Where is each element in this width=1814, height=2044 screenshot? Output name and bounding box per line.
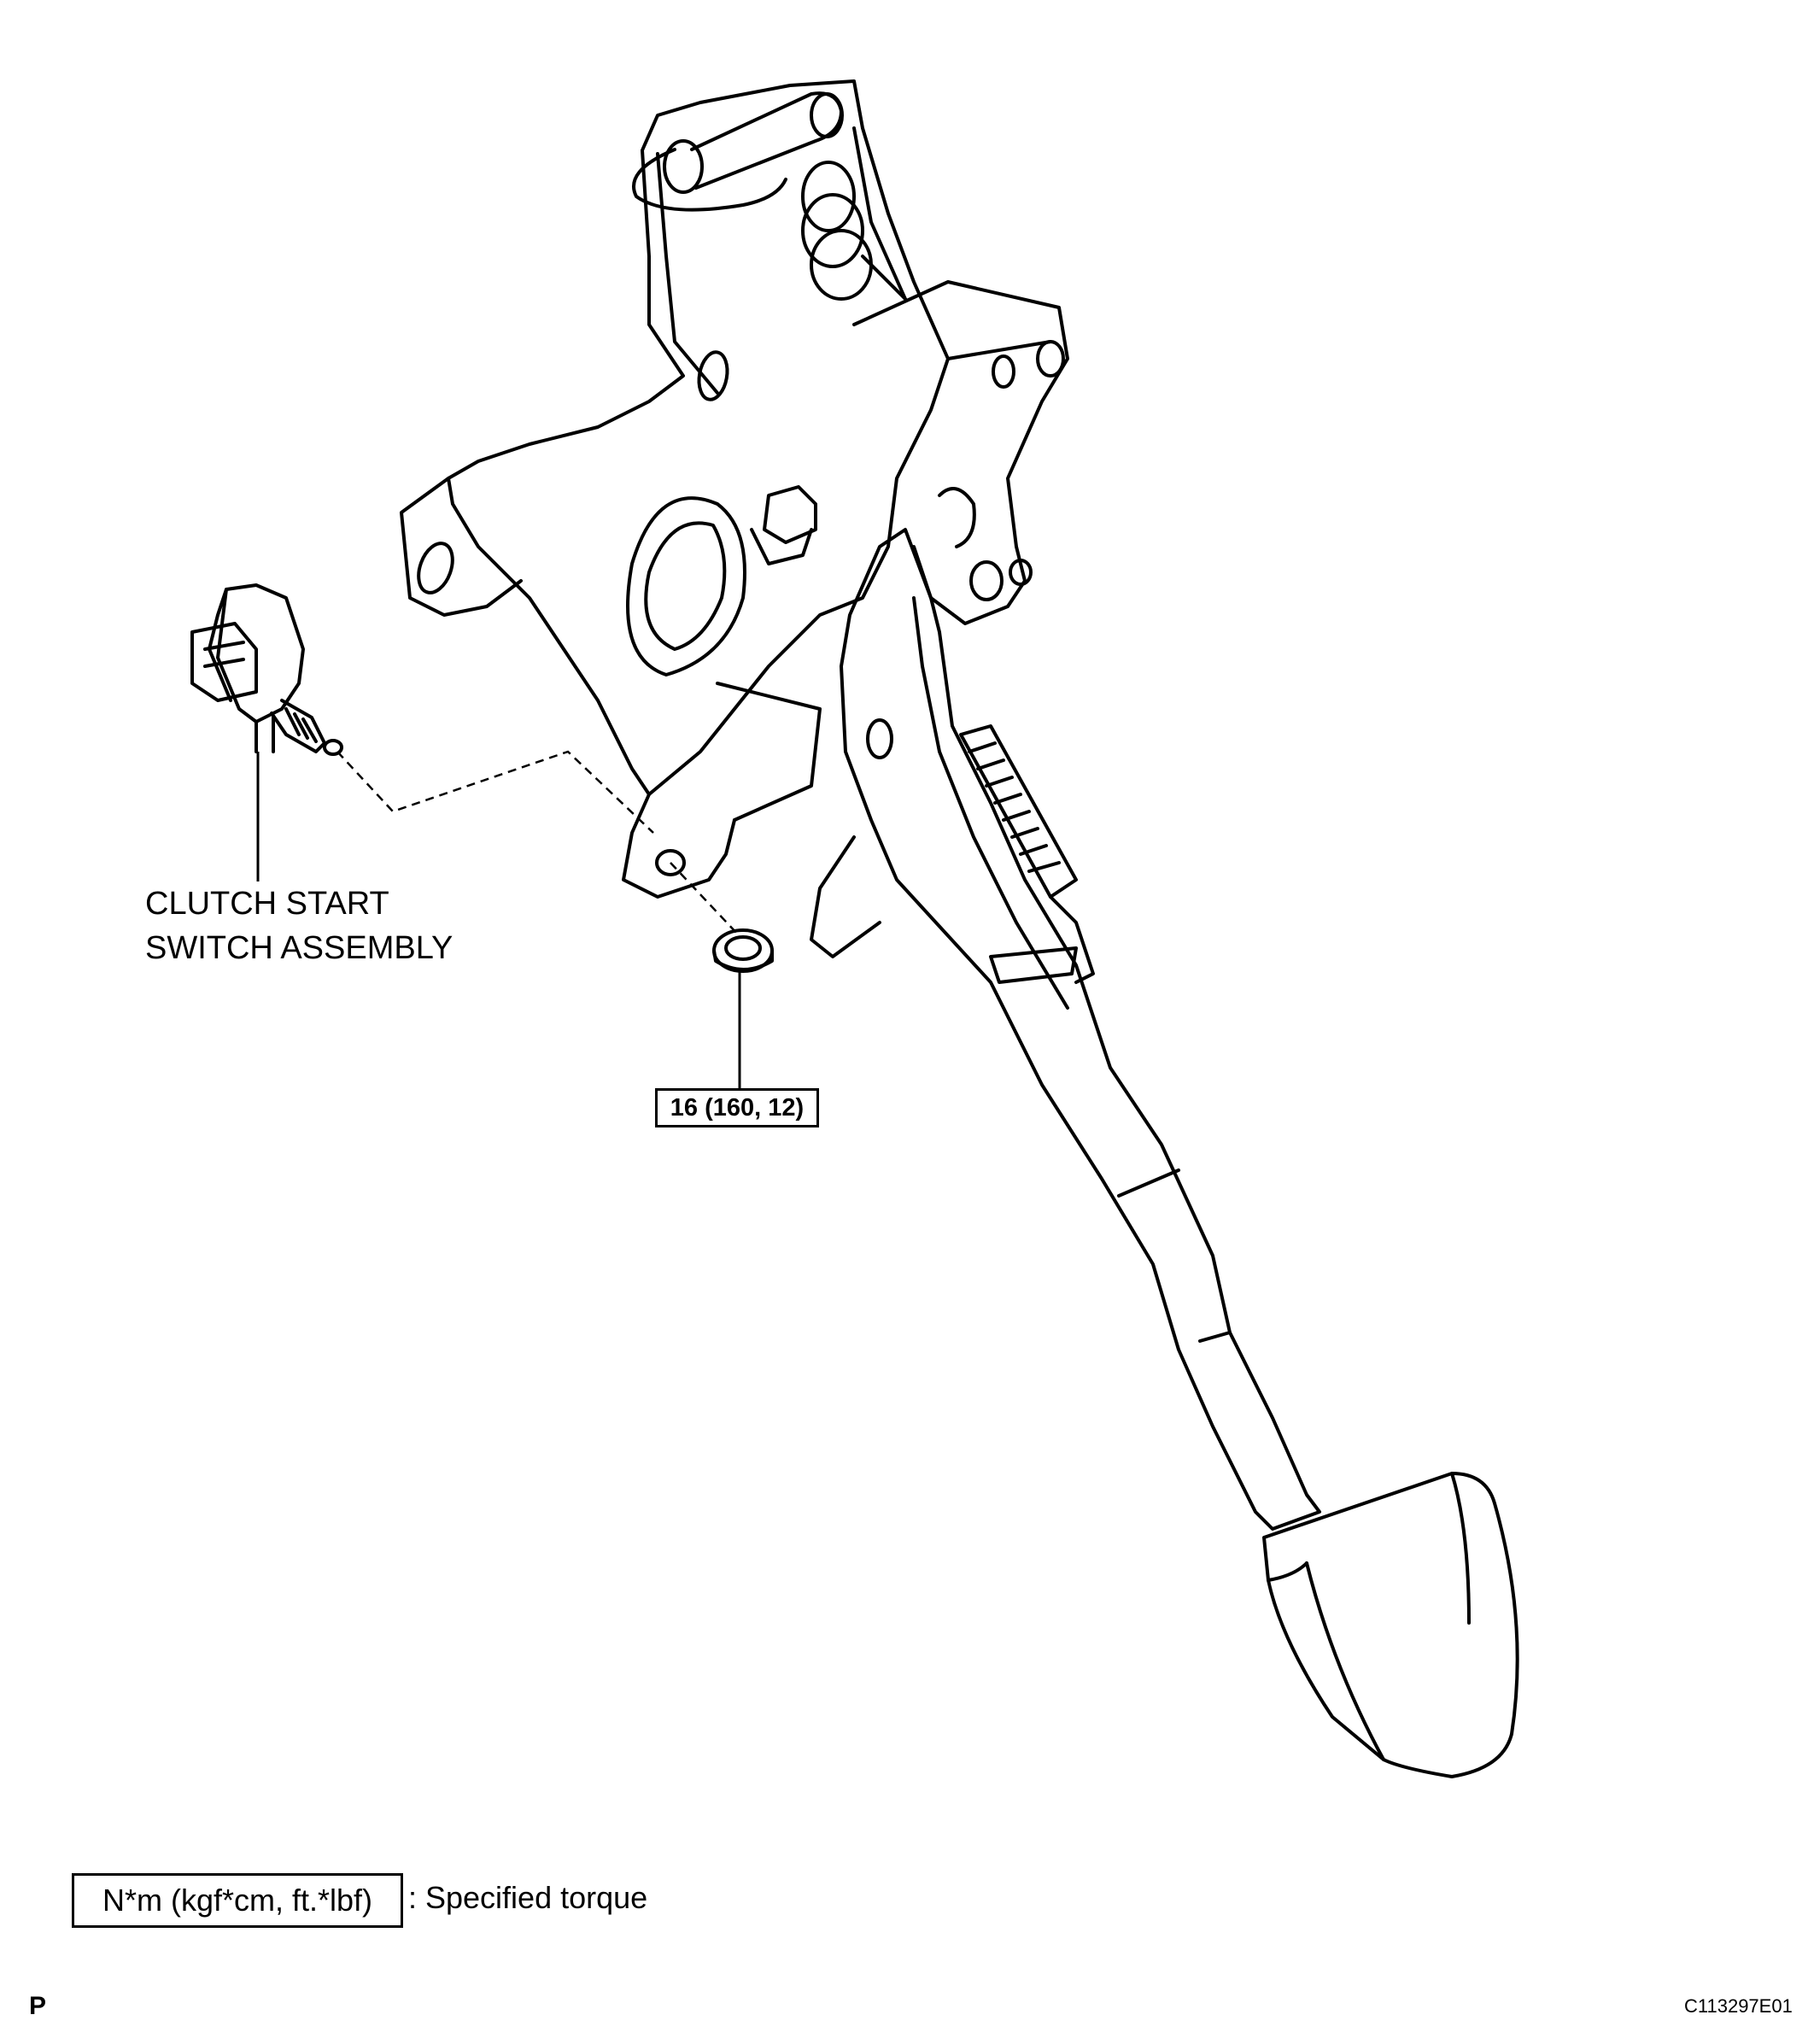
pedal-pad (1262, 1472, 1519, 1778)
clutch-start-switch-label: CLUTCH START SWITCH ASSEMBLY (145, 881, 453, 970)
pedal-bracket (400, 79, 1069, 796)
torque-value-box: 16 (160, 12) (655, 1088, 819, 1127)
assist-spring (959, 724, 1095, 984)
lock-nut-icon (712, 928, 774, 973)
return-spring (801, 161, 907, 301)
label-line-1: CLUTCH START (145, 886, 389, 922)
figure-code: C113297E01 (1684, 1995, 1793, 2017)
label-line-2: SWITCH ASSEMBLY (145, 930, 454, 966)
corner-mark: P (29, 1992, 47, 2020)
clutch-start-switch-icon (190, 583, 343, 756)
torque-legend-text: : Specified torque (408, 1880, 648, 1915)
switch-mount-tab (622, 682, 822, 899)
nut-install-line (670, 862, 740, 936)
switch-install-line (336, 750, 654, 834)
pedal-arm (810, 528, 1321, 1531)
pivot-pin (632, 91, 844, 212)
torque-legend-box: N*m (kgf*cm, ft.*lbf) (72, 1873, 403, 1928)
